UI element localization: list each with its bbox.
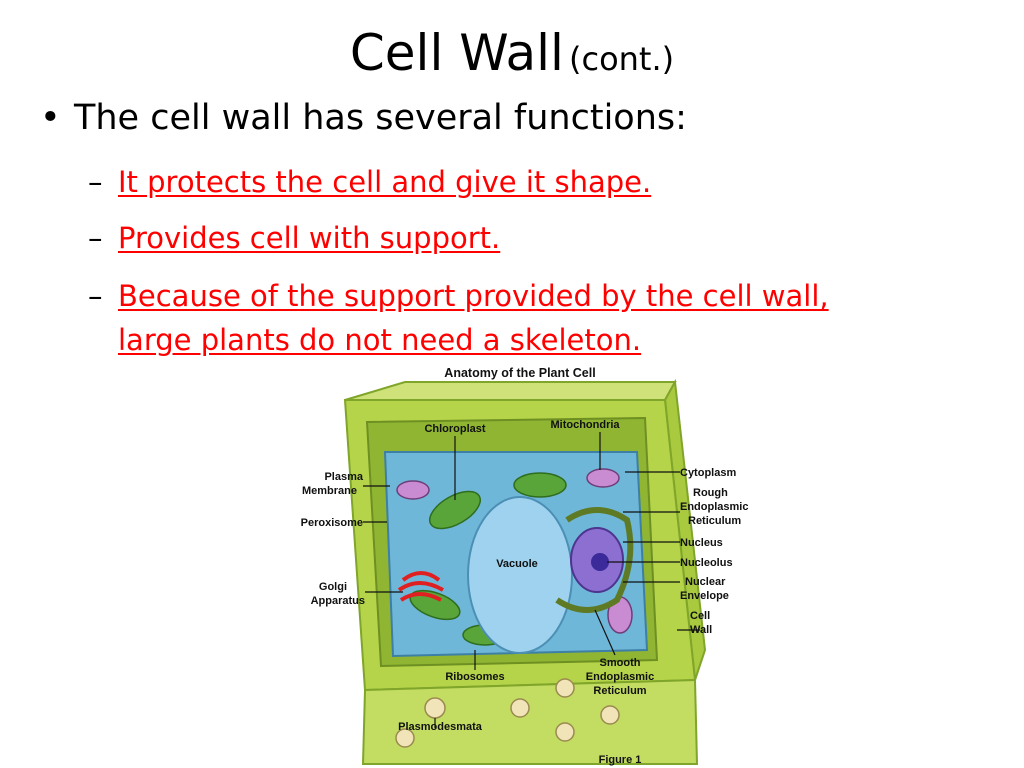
label-peroxisome: Peroxisome [301, 517, 363, 529]
label-ser-1: Smooth [600, 657, 641, 669]
label-ribosomes: Ribosomes [445, 671, 504, 683]
label-envelope-2: Envelope [680, 590, 729, 602]
nucleolus-shape [591, 553, 609, 571]
label-ser-2: Endoplasmic [586, 671, 654, 683]
wall-top [344, 381, 677, 401]
label-golgi-2: Apparatus [311, 595, 365, 607]
label-plasmodesmata: Plasmodesmata [398, 721, 483, 733]
label-wall-2: Wall [690, 624, 712, 636]
label-vacuole: Vacuole [496, 558, 538, 570]
slide-title: Cell Wall (cont.) [0, 24, 1024, 82]
bullet-text: The cell wall has several functions: [74, 98, 687, 138]
bullet-dot: • [40, 98, 61, 138]
rough-er-shape [555, 507, 634, 613]
sub-bullet-3-text-2: large plants do not need a skeleton. [118, 323, 642, 357]
label-nucleus: Nucleus [680, 537, 723, 549]
figure-caption: Figure 1 [599, 754, 642, 766]
leader-lines [363, 432, 700, 728]
golgi-shape [397, 571, 445, 602]
figure-title: Anatomy of the Plant Cell [444, 366, 595, 380]
label-rer-3: Reticulum [688, 515, 741, 527]
title-suffix: (cont.) [568, 40, 675, 78]
dash-2: – [88, 221, 103, 255]
plasmodesmata-shapes [395, 678, 620, 748]
sub-bullet-3: –Because of the support provided by the … [88, 274, 829, 362]
sub-bullet-2-text: Provides cell with support. [118, 221, 501, 255]
sub-bullet-2: –Provides cell with support. [88, 216, 500, 260]
wall-bottom [361, 678, 699, 765]
label-nucleolus: Nucleolus [680, 557, 733, 569]
label-ser-3: Reticulum [593, 685, 646, 697]
sub-bullet-1-text: It protects the cell and give it shape. [118, 165, 652, 199]
label-chloroplast: Chloroplast [424, 423, 485, 435]
dash-3: – [88, 279, 103, 313]
sub-bullet-3-text-1: Because of the support provided by the c… [118, 279, 829, 313]
title-main: Cell Wall [349, 24, 564, 82]
label-wall-1: Cell [690, 610, 710, 622]
label-rer-2: Endoplasmic [680, 501, 748, 513]
label-envelope-1: Nuclear [685, 576, 726, 588]
plant-cell-figure: Anatomy of the Plant Cell [301, 366, 749, 766]
vacuole-shape [467, 496, 573, 654]
dash-1: – [88, 165, 103, 199]
sub-bullet-1: –It protects the cell and give it shape. [88, 160, 651, 204]
label-cytoplasm: Cytoplasm [680, 467, 736, 479]
label-plasma-2: Membrane [302, 485, 357, 497]
label-plasma-1: Plasma [324, 471, 363, 483]
main-bullet: • The cell wall has several functions: [40, 98, 687, 138]
label-rer-1: Rough [693, 487, 728, 499]
mitochondria-shapes [396, 468, 633, 634]
label-mitochondria: Mitochondria [550, 419, 620, 431]
label-golgi-1: Golgi [319, 581, 347, 593]
